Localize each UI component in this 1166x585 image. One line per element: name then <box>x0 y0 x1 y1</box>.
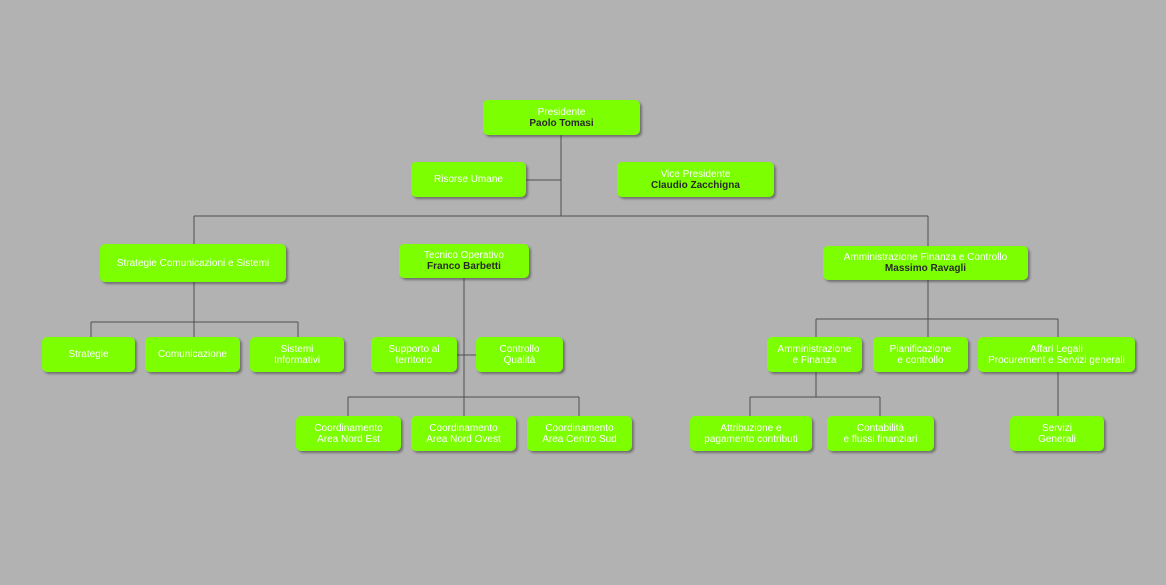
node-line-2: Generali <box>1038 433 1076 445</box>
node-line-2: e controllo <box>897 354 944 366</box>
node-coordinamento-nord-est: Coordinamento Area Nord Est <box>296 416 401 451</box>
node-servizi-generali: Servizi Generali <box>1010 416 1104 451</box>
node-strategie: Strategie <box>42 337 135 372</box>
node-line-1: Affari Legali <box>1030 343 1083 355</box>
node-person: Massimo Ravagli <box>884 263 967 274</box>
node-coordinamento-centro-sud: Coordinamento Area Centro Sud <box>527 416 632 451</box>
node-line-2: Area Nord Ovest <box>426 433 501 445</box>
node-sistemi-informativi: Sistemi Informativi <box>250 337 344 372</box>
node-line-2: Area Nord Est <box>317 433 380 445</box>
node-risorse-umane: Risorse Umane <box>411 162 526 197</box>
node-line-2: territorio <box>395 354 433 366</box>
node-role: Comunicazione <box>158 349 227 360</box>
node-affari-legali: Affari Legali Procurement e Servizi gene… <box>978 337 1135 372</box>
node-line-1: Servizi <box>1041 422 1072 434</box>
node-role: Vice Presidente <box>660 168 731 180</box>
node-line-2: e flussi finanziari <box>843 433 918 445</box>
node-strategie-comunicazioni-sistemi: Strategie Comunicazioni e Sistemi <box>100 244 286 282</box>
node-line-1: Coordinamento <box>314 422 383 434</box>
node-attribuzione-pagamento: Attribuzione e pagamento contributi <box>690 416 812 451</box>
node-tecnico-operativo: Tecnico Operativo Franco Barbetti <box>399 244 529 278</box>
node-role: Risorse Umane <box>434 174 503 185</box>
node-presidente: Presidente Paolo Tomasi <box>483 100 640 135</box>
node-line-1: Coordinamento <box>545 422 614 434</box>
node-line-1: Sistemi <box>280 343 314 355</box>
node-line-1: Controllo <box>499 343 540 355</box>
node-line-1: Pianificazione <box>889 343 952 355</box>
node-role: Tecnico Operativo <box>423 250 505 261</box>
node-role: Amministrazione Finanza e Controllo <box>843 252 1008 263</box>
node-line-2: pagamento contributi <box>704 433 798 445</box>
node-role: Strategie Comunicazioni e Sistemi <box>116 257 270 269</box>
node-controllo-qualita: Controllo Qualità <box>476 337 563 372</box>
node-person: Paolo Tomasi <box>529 117 594 129</box>
node-line-1: Coordinamento <box>429 422 498 434</box>
node-vice-presidente: Vice Presidente Claudio Zacchigna <box>617 162 774 197</box>
node-supporto-territorio: Supporto al territorio <box>371 337 457 372</box>
node-line-2: Area Centro Sud <box>542 433 617 445</box>
node-contabilita-flussi: Contabilità e flussi finanziari <box>827 416 934 451</box>
node-line-2: Procurement e Servizi generali <box>988 354 1125 366</box>
node-line-1: Amministrazione <box>777 343 852 355</box>
node-role: Strategie <box>68 349 109 360</box>
node-line-2: Informativi <box>273 354 321 366</box>
node-line-2: Qualità <box>503 354 536 366</box>
node-comunicazione: Comunicazione <box>145 337 240 372</box>
node-person: Claudio Zacchigna <box>651 179 740 191</box>
node-role: Presidente <box>537 106 586 118</box>
node-coordinamento-nord-ovest: Coordinamento Area Nord Ovest <box>411 416 516 451</box>
node-pianificazione-controllo: Pianificazione e controllo <box>873 337 968 372</box>
node-line-1: Attribuzione e <box>720 422 782 434</box>
node-amministrazione-finanza-controllo: Amministrazione Finanza e Controllo Mass… <box>823 246 1028 280</box>
node-person: Franco Barbetti <box>427 261 501 272</box>
node-line-1: Supporto al <box>388 343 440 355</box>
node-line-2: e Finanza <box>792 354 837 366</box>
node-line-1: Contabilità <box>856 422 905 434</box>
node-amministrazione-e-finanza: Amministrazione e Finanza <box>767 337 862 372</box>
